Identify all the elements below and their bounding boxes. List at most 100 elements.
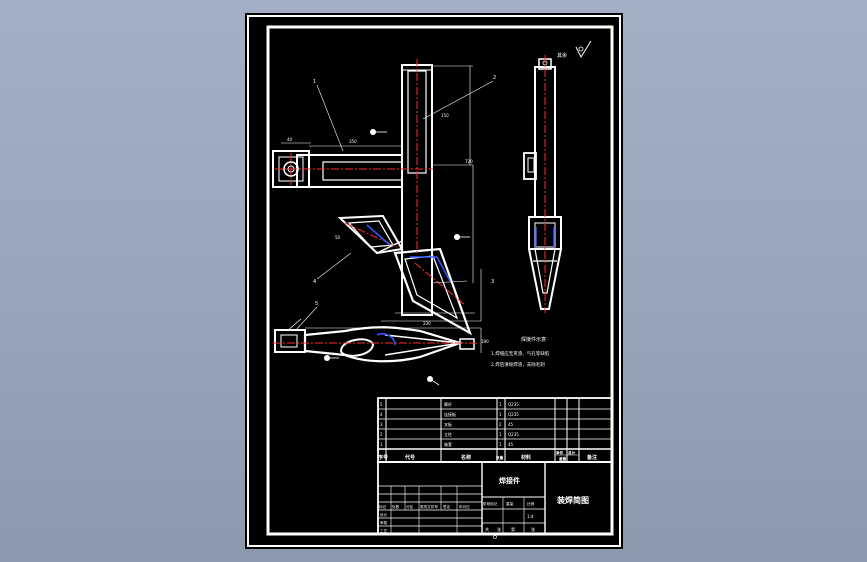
sheet-background [245, 13, 623, 549]
rev-label-5: 签名 [443, 504, 451, 509]
role-review: 审核 [380, 520, 388, 525]
part-row-4-qty: 1 [499, 412, 502, 417]
leader-5 [294, 306, 318, 332]
assembly-name: 焊接件 [499, 476, 520, 485]
drawing-title: 装焊简图 [556, 495, 589, 505]
dim-50: 50 [335, 235, 341, 240]
fork-plate [393, 247, 473, 336]
weld-bracket [366, 224, 391, 246]
part-row-5-no: 5 [380, 402, 383, 407]
scale-value: 1:4 [527, 514, 534, 519]
part-row-3-no: 3 [380, 422, 383, 427]
rev-label-4: 更改文件号 [420, 504, 438, 509]
side-bracket-inner [527, 157, 535, 173]
part-row-4-name: 连接板 [444, 411, 456, 417]
part-row-2-name: 立柱 [444, 431, 452, 437]
part-row-5-qty: 1 [499, 402, 502, 407]
header-no: 序号 [377, 454, 388, 461]
requirement-1: 1.焊缝应无夹渣、气孔等缺陷 [491, 350, 550, 357]
bracket-link [376, 240, 403, 254]
callout-4: 4 [313, 279, 316, 285]
part-row-2-qty: 1 [499, 432, 502, 437]
role-process: 工艺 [380, 528, 388, 533]
header-qty: 数量 [495, 455, 504, 460]
part-row-1-material: 45 [508, 442, 514, 447]
roughness-symbol-icon [575, 40, 592, 59]
rev-label-6: 年月日 [459, 504, 470, 509]
weld-lines [366, 224, 451, 282]
callout-1: 1 [313, 79, 316, 85]
weld-symbol-stem-4 [429, 378, 440, 386]
part-row-5-material: Q235 [508, 402, 519, 407]
title-block [377, 397, 613, 535]
callout-labels: 1 2 3 4 5 [313, 75, 496, 307]
requirement-2: 2.焊后清除焊渣，去除毛刺 [491, 361, 545, 368]
part-row-4-no: 4 [380, 412, 383, 417]
dim-230: 230 [423, 321, 431, 326]
weld-symbols [286, 129, 470, 386]
part-row-4-material: Q235 [508, 412, 519, 417]
arm-inner [322, 161, 403, 181]
header-weight: 重量 [559, 456, 567, 461]
header-remark: 备注 [586, 454, 597, 461]
leader-3 [430, 280, 468, 284]
part-row-2-no: 2 [380, 432, 383, 437]
header-code: 代号 [404, 454, 415, 461]
stage-label-1: 阶段标记 [483, 501, 498, 506]
upper-bracket [337, 214, 404, 255]
part-row-3-qty: 2 [499, 422, 502, 427]
role-design: 设计 [380, 512, 388, 517]
rev-label-1: 标记 [379, 504, 387, 509]
bottom-tip [459, 338, 475, 350]
footer-label-4: 张 [531, 526, 535, 532]
dimension-labels: 40 350 720 150 230 190 50 [287, 113, 489, 344]
drawing-sheet: 其余 [245, 13, 623, 549]
fork-centerline [414, 262, 466, 306]
part-row-1-qty: 1 [499, 442, 502, 447]
callout-2: 2 [493, 75, 496, 81]
header-name: 名称 [461, 454, 471, 461]
part-row-3-material: 45 [508, 422, 514, 427]
view-label: 焊接件示意 [521, 336, 546, 343]
stage-label-2: 重量 [506, 501, 514, 506]
leader-4 [316, 252, 352, 280]
outer-border [247, 15, 621, 547]
roughness-note: 其余 [557, 40, 592, 59]
header-total: 总计 [568, 450, 576, 455]
callout-3: 3 [491, 279, 494, 285]
part-row-1-no: 1 [380, 442, 383, 447]
leader-2 [422, 80, 494, 120]
footer-label-2: 张 [497, 526, 501, 532]
footer-label-3: 第 [511, 526, 515, 532]
dim-350: 350 [349, 139, 357, 144]
title-text: 焊接件 装焊简图 1:4 阶段标记 重量 比例 共 张 第 张 [483, 476, 589, 532]
part-row-1-name: 轴套 [444, 441, 452, 447]
dim-40: 40 [287, 137, 293, 142]
title-frame [377, 461, 613, 535]
roughness-note-text: 其余 [557, 52, 567, 59]
parts-list-text: 5 臂杆 1 Q235 4 连接板 1 Q235 3 叉板 2 45 2 立柱 … [380, 401, 519, 447]
part-row-3-name: 叉板 [444, 421, 452, 427]
leader-1 [316, 84, 344, 152]
header-material: 材料 [521, 454, 531, 461]
side-weld [535, 227, 555, 247]
technical-requirements: 1.焊缝应无夹渣、气孔等缺陷 2.焊后清除焊渣，去除毛刺 [491, 350, 550, 368]
side-bracket [523, 152, 537, 180]
bottom-weld [376, 332, 396, 346]
stage-label-3: 比例 [527, 501, 535, 506]
rev-label-3: 分区 [406, 504, 414, 509]
revision-labels: 标记 处数 分区 更改文件号 签名 年月日 设计 审核 工艺 [379, 504, 470, 533]
part-row-5-name: 臂杆 [444, 401, 452, 407]
dim-150: 150 [441, 113, 449, 118]
roughness-circle-icon [578, 46, 584, 52]
sheet-center-mark [493, 535, 497, 539]
header-single: 单件 [556, 450, 564, 455]
callout-5: 5 [315, 301, 318, 307]
callout-leaders [294, 80, 494, 332]
dim-190: 190 [481, 339, 489, 344]
weld-fork [410, 256, 451, 282]
bottom-hub-inner [280, 334, 298, 348]
parts-list-header: 序号 代号 名称 数量 材料 单件 总计 重量 备注 [377, 450, 597, 461]
bottom-weld-arc [376, 332, 396, 346]
